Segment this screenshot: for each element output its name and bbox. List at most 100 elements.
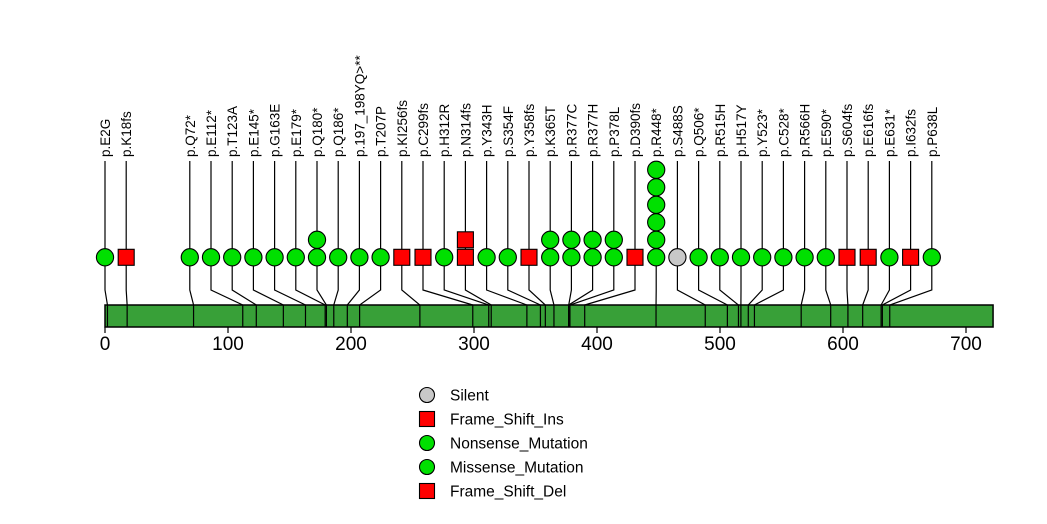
mutation-marker bbox=[774, 248, 793, 267]
mutation-label: p.P638L bbox=[925, 106, 940, 157]
mutation-connector bbox=[422, 257, 474, 327]
mutation-label: p.R377C bbox=[564, 103, 579, 157]
mutation-stems-group bbox=[104, 161, 933, 327]
mutation-label: p.S354F bbox=[501, 106, 516, 157]
mutation-label: p.D390fs bbox=[628, 103, 643, 157]
legend-item-label: Nonsense_Mutation bbox=[450, 436, 588, 453]
mutation-marker bbox=[223, 248, 242, 267]
mutation-label: p.Q72* bbox=[183, 114, 198, 157]
mutation-label: p.H312R bbox=[437, 103, 452, 157]
mutation-connector bbox=[569, 257, 615, 327]
mutation-connector bbox=[846, 257, 849, 327]
mutation-connector bbox=[753, 257, 784, 327]
mutation-label: p.T207P bbox=[374, 106, 389, 157]
mutation-marker bbox=[435, 248, 454, 267]
mutation-connector bbox=[443, 257, 490, 327]
mutation-label: p.C528* bbox=[776, 107, 791, 157]
mutation-connector bbox=[104, 257, 109, 327]
mutation-connector bbox=[274, 257, 307, 327]
mutation-marker bbox=[95, 248, 115, 267]
axis-tick-label: 400 bbox=[581, 334, 613, 355]
legend-item-label: Silent bbox=[450, 388, 489, 405]
mutation-marker bbox=[604, 248, 623, 267]
mutation-connector bbox=[231, 257, 257, 327]
mutation-label: p.C299fs bbox=[416, 103, 431, 157]
mutation-label: p.E631* bbox=[882, 108, 897, 157]
mutation-label: p.R566H bbox=[798, 104, 813, 157]
mutation-connector bbox=[549, 257, 555, 327]
mutation-marker bbox=[816, 248, 835, 267]
mutation-marker bbox=[710, 248, 729, 267]
mutation-label: p.P378L bbox=[607, 106, 622, 157]
mutation-marker bbox=[795, 248, 814, 267]
axis-tick-label: 300 bbox=[458, 334, 490, 355]
legend-item-label: Frame_Shift_Ins bbox=[450, 412, 564, 429]
mutation-connector bbox=[862, 257, 869, 327]
mutation-marker bbox=[541, 248, 560, 267]
mutation-connector bbox=[401, 257, 421, 327]
mutation-connector bbox=[486, 257, 528, 327]
mutation-label: p.S488S bbox=[670, 105, 685, 157]
mutation-marker bbox=[350, 248, 369, 267]
mutation-connector bbox=[333, 257, 339, 327]
mutation-connector bbox=[698, 257, 728, 327]
legend-group: SilentFrame_Shift_InsNonsense_MutationMi… bbox=[418, 386, 588, 501]
mutation-connector bbox=[889, 257, 933, 327]
mutation-label: p.E179* bbox=[289, 108, 304, 157]
mutation-marker bbox=[902, 248, 920, 266]
mutation-marker bbox=[647, 178, 666, 197]
mutation-connector bbox=[676, 257, 706, 327]
mutation-label: p.Y358fs bbox=[522, 103, 537, 157]
legend-item-label: Missense_Mutation bbox=[450, 460, 584, 477]
mutation-label: p.H517Y bbox=[734, 104, 749, 157]
mutation-marker bbox=[753, 248, 772, 267]
mutation-connector bbox=[881, 257, 912, 327]
mutation-marker bbox=[201, 248, 221, 267]
mutation-marker bbox=[689, 248, 708, 267]
mutation-connector bbox=[825, 257, 832, 327]
axis-tick-label: 200 bbox=[335, 334, 367, 355]
legend-marker-green-circle bbox=[418, 458, 436, 476]
mutation-marker bbox=[647, 195, 666, 214]
mutation-marker bbox=[286, 248, 305, 267]
mutation-label: p.E2G bbox=[98, 119, 113, 157]
mutation-label: p.I632fs bbox=[904, 109, 919, 157]
mutation-connector bbox=[125, 257, 128, 327]
mutation-marker bbox=[647, 230, 666, 249]
mutation-connector bbox=[800, 257, 806, 327]
mutation-connector bbox=[252, 257, 284, 327]
mutation-label: p.197_198YQ>** bbox=[352, 55, 367, 157]
mutation-marker bbox=[371, 248, 390, 267]
mutation-label: p.K18fs bbox=[119, 111, 134, 157]
mutation-marker bbox=[456, 248, 474, 266]
mutation-marker bbox=[562, 248, 581, 267]
mutation-label: p.Y343H bbox=[480, 104, 495, 157]
mutation-marker bbox=[626, 248, 644, 266]
mutation-label: p.E112* bbox=[204, 109, 219, 157]
mutation-connector bbox=[359, 257, 382, 327]
legend-item-label: Frame_Shift_Del bbox=[450, 484, 566, 501]
mutation-marker bbox=[562, 230, 581, 249]
mutation-marker bbox=[583, 248, 602, 267]
mutation-connector bbox=[189, 257, 195, 327]
legend-marker-red-square bbox=[418, 482, 436, 500]
mutation-label: p.N314fs bbox=[458, 103, 473, 157]
legend-marker-gray-circle bbox=[418, 386, 436, 404]
mutation-marker bbox=[414, 248, 432, 266]
mutation-label: p.S604fs bbox=[840, 103, 855, 157]
protein-bar-group bbox=[104, 304, 994, 328]
mutation-label: p.Y523* bbox=[755, 108, 770, 157]
mutation-label: p.E145* bbox=[246, 108, 261, 157]
mutation-marker bbox=[520, 248, 538, 266]
mutation-connector bbox=[210, 257, 244, 327]
mutation-label: p.E616fs bbox=[861, 103, 876, 157]
mutation-marker bbox=[647, 248, 666, 267]
mutation-connector bbox=[747, 257, 763, 327]
mutation-marker bbox=[498, 248, 517, 267]
mutation-marker bbox=[922, 248, 941, 267]
mutation-marker bbox=[307, 230, 327, 249]
axis-tick-label: 600 bbox=[827, 334, 859, 355]
mutation-connector bbox=[719, 257, 740, 327]
